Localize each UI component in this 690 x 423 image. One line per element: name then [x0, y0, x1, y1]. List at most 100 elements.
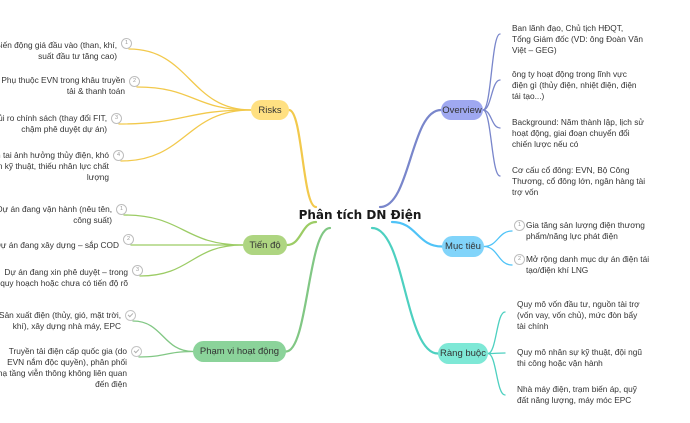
- overview-item-line: trợ vốn: [512, 187, 539, 197]
- progress-item[interactable]: Dự án đang xây dựng – sắp COD: [0, 240, 119, 251]
- scope-item-line: EVN nắm độc quyền), phân phối: [7, 357, 127, 367]
- leaf-connector-risks: [120, 109, 252, 162]
- risks-item-line: tải & thanh toán: [66, 86, 125, 96]
- branch-progress[interactable]: Tiến độ: [243, 235, 287, 255]
- goals-item-line: Mở rộng danh mục dự án điện tái: [526, 254, 650, 264]
- progress-item-line: quy hoạch hoặc chưa có tiến độ rõ: [0, 278, 128, 288]
- item-number-icon: 3: [132, 265, 143, 276]
- risks-item[interactable]: Biến động giá đầu vào (than, khí,suất đầ…: [0, 40, 117, 62]
- leaf-connector-risks: [128, 48, 252, 111]
- overview-item-line: Thương, cổ đông lớn, ngân hàng tài: [512, 176, 646, 186]
- risks-item-line: Phụ thuộc EVN trong khâu truyền: [1, 75, 125, 85]
- overview-item[interactable]: Ban lãnh đạo, Chủ tịch HĐQT,Tổng Giám đố…: [512, 23, 662, 56]
- constraints-item-line: Quy mô nhân sự kỹ thuật, đội ngũ: [517, 347, 643, 357]
- goals-item-line: tạo/điện khí LNG: [526, 265, 589, 275]
- constraints-item-line: tài chính: [517, 321, 549, 331]
- leaf-connector-goals: [483, 245, 513, 266]
- overview-item-line: chiến lược nếu có: [512, 139, 579, 149]
- overview-item-line: Cơ cấu cổ đông: EVN, Bộ Công: [512, 165, 630, 175]
- branch-connector-progress: [285, 220, 318, 247]
- check-circle-icon: [131, 346, 142, 357]
- branch-connector-constraints: [370, 226, 440, 355]
- leaf-connector-goals: [483, 230, 513, 248]
- overview-item-line: Background: Năm thành lập, lịch sử: [512, 117, 644, 127]
- scope-item-line: Sản xuất điện (thủy, gió, mặt trời,: [0, 310, 121, 320]
- risks-item-line: Thiên tai ảnh hưởng thủy điện, khó: [0, 150, 109, 160]
- leaf-connector-risks: [118, 109, 252, 125]
- leaf-connector-overview: [482, 109, 501, 177]
- overview-item-line: Việt – GEG): [512, 45, 557, 55]
- scope-item-line: khí), xây dựng nhà máy, EPC: [12, 321, 121, 331]
- leaf-connector-progress: [139, 244, 244, 277]
- item-number-icon: 1: [116, 204, 127, 215]
- branch-goals[interactable]: Mục tiêu: [442, 236, 484, 257]
- progress-item-line: Dự án đang vận hành (nêu tên,: [0, 204, 112, 214]
- constraints-item-line: đất năng lượng, máy móc EPC: [517, 395, 632, 405]
- leaf-connector-scope: [132, 320, 194, 353]
- progress-item[interactable]: Dự án đang vận hành (nêu tên,công suất): [0, 204, 112, 226]
- branch-constraints[interactable]: Ràng buộc: [438, 343, 488, 364]
- scope-item-line: đến điện: [95, 379, 127, 389]
- branch-scope[interactable]: Phạm vi hoạt động: [193, 341, 286, 362]
- leaf-connector-progress: [123, 214, 244, 246]
- check-circle-icon: [125, 310, 136, 321]
- constraints-item-line: (vốn vay, vốn chủ), mức đòn bẩy: [517, 310, 638, 320]
- risks-item[interactable]: Thiên tai ảnh hưởng thủy điện, khókhăn k…: [0, 150, 109, 183]
- risks-item-line: suất đầu tư tăng cao): [38, 51, 117, 61]
- leaf-connector-overview: [482, 79, 501, 111]
- item-number-icon: 2: [129, 76, 140, 87]
- item-number-icon: 4: [113, 150, 124, 161]
- central-topic[interactable]: Phân tích DN Điện: [298, 208, 422, 222]
- risks-item-line: Biến động giá đầu vào (than, khí,: [0, 40, 117, 50]
- branch-connector-goals: [390, 220, 444, 248]
- leaf-connector-overview: [482, 33, 501, 111]
- leaf-connector-constraints: [487, 352, 506, 396]
- branch-overview[interactable]: Overview: [441, 100, 483, 120]
- risks-item-line: Rủi ro chính sách (thay đổi FIT,: [0, 113, 107, 123]
- scope-item-line: hạ tầng viễn thông không liên quan: [0, 368, 127, 378]
- item-number-icon: 2: [123, 234, 134, 245]
- item-number-icon: 1: [514, 220, 525, 231]
- progress-item-line: công suất): [73, 215, 112, 225]
- goals-item-line: phẩm/năng lực phát điện: [526, 231, 618, 241]
- overview-item-line: Tổng Giám đốc (VD: ông Đoàn Văn: [512, 34, 643, 44]
- goals-item-line: Gia tăng sản lượng điện thương: [526, 220, 645, 230]
- branch-risks[interactable]: Risks: [251, 100, 289, 120]
- overview-item-line: Ban lãnh đạo, Chủ tịch HĐQT,: [512, 23, 624, 33]
- constraints-item[interactable]: Quy mô vốn đầu tư, nguồn tài trợ(vốn vay…: [517, 299, 667, 332]
- leaf-connector-scope: [138, 350, 194, 358]
- item-number-icon: 3: [111, 113, 122, 124]
- risks-item[interactable]: Rủi ro chính sách (thay đổi FIT,chậm phê…: [0, 113, 107, 135]
- item-number-icon: 1: [121, 38, 132, 49]
- progress-item-line: Dự án đang xin phê duyệt – trong: [4, 267, 128, 277]
- overview-item-line: điện gì (thủy điện, nhiệt điện, điện: [512, 80, 637, 90]
- risks-item-line: khăn kỹ thuật, thiếu nhân lực chất: [0, 161, 109, 171]
- leaf-connector-constraints: [487, 352, 506, 355]
- overview-item-line: hoạt động, giai đoạn chuyển đổi: [512, 128, 630, 138]
- overview-item-line: ông ty hoạt động trong lĩnh vực: [512, 69, 627, 79]
- risks-item-line: lượng: [86, 172, 109, 182]
- item-number-icon: 2: [514, 254, 525, 265]
- progress-item-line: Dự án đang xây dựng – sắp COD: [0, 240, 119, 250]
- constraints-item-line: Nhà máy điện, trạm biến áp, quỹ: [517, 384, 637, 394]
- scope-item[interactable]: Sản xuất điện (thủy, gió, mặt trời,khí),…: [0, 310, 121, 332]
- branch-connector-scope: [284, 226, 332, 353]
- risks-item-line: chậm phê duyệt dự án): [21, 124, 107, 134]
- scope-item-line: Truyền tải điện cấp quốc gia (do: [8, 346, 127, 356]
- leaf-connector-constraints: [487, 311, 506, 355]
- constraints-item-line: thi công hoặc vận hành: [517, 358, 603, 368]
- overview-item-line: tái tạo...): [512, 91, 545, 101]
- leaf-connector-risks: [136, 86, 252, 111]
- branch-connector-risks: [287, 108, 318, 209]
